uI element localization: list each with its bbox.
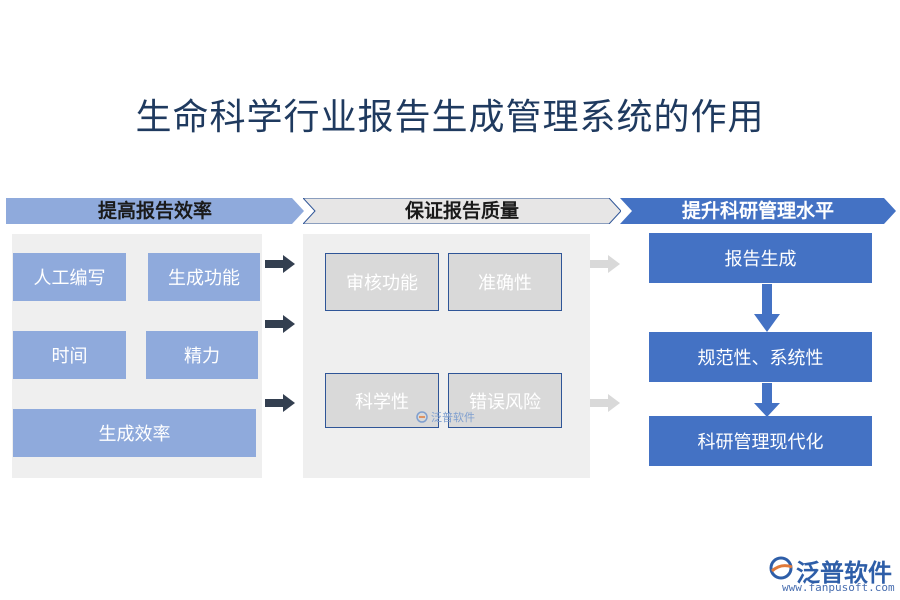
column-3-header: 提升科研管理水平 — [681, 200, 834, 222]
logo-icon — [769, 556, 793, 580]
item-report-generation: 报告生成 — [649, 233, 872, 283]
arrow-down-icon — [754, 284, 780, 332]
banner-chevron-shape — [303, 198, 621, 224]
column-2-header: 保证报告质量 — [404, 200, 519, 222]
page-title: 生命科学行业报告生成管理系统的作用 — [135, 97, 765, 138]
item-modernization: 科研管理现代化 — [649, 416, 872, 466]
brand-logo: 泛普软件 www.fanpusoft.com — [768, 553, 895, 595]
banner-arrow-shape — [6, 198, 304, 224]
banner-chevron-shape — [620, 198, 896, 224]
arrow-right-icon — [265, 394, 295, 412]
item-scientific: 科学性 — [325, 373, 439, 428]
column-1-banner: 提高报告效率 — [6, 198, 304, 224]
item-effort: 精力 — [146, 331, 258, 379]
item-generation-function: 生成功能 — [148, 253, 260, 301]
arrow-right-icon — [590, 394, 620, 412]
arrow-right-icon — [265, 315, 295, 333]
item-review-function: 审核功能 — [325, 253, 439, 311]
item-manual-writing: 人工编写 — [13, 253, 126, 301]
item-time: 时间 — [13, 331, 126, 379]
arrow-right-icon — [265, 255, 295, 273]
arrow-right-icon — [590, 255, 620, 273]
logo-name: 泛普软件 — [796, 559, 892, 587]
item-error-risk: 错误风险 — [448, 373, 562, 428]
item-standardization: 规范性、系统性 — [649, 332, 872, 382]
item-generation-efficiency: 生成效率 — [13, 409, 256, 457]
watermark: 泛普软件 — [416, 409, 486, 425]
watermark-text: 泛普软件 — [431, 411, 475, 424]
logo-url: www.fanpusoft.com — [782, 581, 895, 594]
column-3-banner: 提升科研管理水平 — [620, 198, 896, 224]
item-accuracy: 准确性 — [448, 253, 562, 311]
arrow-down-icon — [754, 383, 780, 417]
watermark-logo-icon — [416, 411, 428, 423]
column-1-header: 提高报告效率 — [97, 200, 212, 222]
column-2-banner: 保证报告质量 — [303, 198, 621, 224]
